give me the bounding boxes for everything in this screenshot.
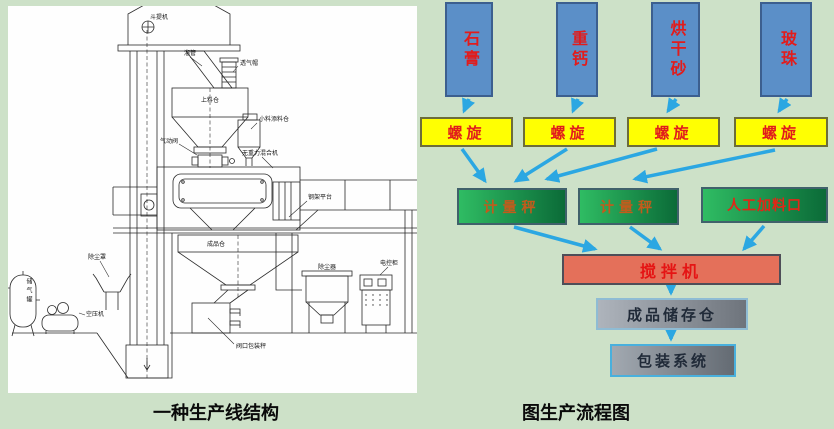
flow-arrow <box>571 97 585 114</box>
feed-silo-label: 上料仓 <box>201 96 219 104</box>
vent-cap-label: 透气帽 <box>240 59 258 67</box>
product-silo <box>177 234 299 304</box>
packing-scale-label: 阀口包装秤 <box>236 342 266 350</box>
flow-arrow <box>544 147 658 183</box>
flow-arrow <box>628 225 663 251</box>
screw-conveyor-box-4: 螺旋 <box>734 117 828 147</box>
dust-collector-label: 除尘器 <box>318 263 336 271</box>
screw-conveyor-box-2: 螺旋 <box>523 117 616 147</box>
control-cabinet <box>359 274 393 333</box>
flow-arrows <box>460 97 792 342</box>
machine-labels: 斗提机 溜管 透气帽 上料仓 小料添料仓 气动阀 无重力混合机 钢架平台 成品仓… <box>86 13 398 350</box>
material-box-heavy-calcium: 重钙 <box>556 2 598 97</box>
platform-label: 钢架平台 <box>308 193 332 201</box>
weigh-scale-box-1: 计量秤 <box>457 188 567 225</box>
feed-silo <box>171 87 249 168</box>
packing-scale <box>191 302 241 334</box>
flow-arrow <box>666 97 681 114</box>
air-compressor <box>41 302 79 334</box>
label-leaders <box>78 56 389 345</box>
machine-linework <box>8 6 417 379</box>
elevator-head <box>127 6 231 45</box>
product-silo-label: 成品仓 <box>207 240 225 248</box>
material-box-glass-beads: 玻珠 <box>760 2 812 97</box>
flowchart-panel: 石膏 重钙 烘干砂 玻珠 螺旋 螺旋 螺旋 螺旋 计量秤 计量秤 人工加料口 搅… <box>417 0 834 395</box>
dust-hood-label: 除尘罩 <box>88 253 106 261</box>
pneumatic-valve-label: 气动阀 <box>160 137 178 145</box>
flow-arrow-group <box>460 97 792 342</box>
screw-conveyor-box-3: 螺旋 <box>627 117 720 147</box>
product-storage-box: 成品储存仓 <box>596 298 748 330</box>
machine-diagram-panel: 斗提机 溜管 透气帽 上料仓 小料添料仓 气动阀 无重力混合机 钢架平台 成品仓… <box>8 6 417 393</box>
mixer-box: 搅拌机 <box>562 254 781 285</box>
cabinet-buttons <box>365 294 388 306</box>
material-box-gypsum: 石膏 <box>445 2 493 97</box>
control-cabinet-label: 电控柜 <box>380 259 398 267</box>
dust-collector <box>275 233 353 333</box>
flow-arrow <box>742 224 766 252</box>
mixer-label: 无重力混合机 <box>242 149 278 157</box>
packaging-system-box: 包装系统 <box>610 344 736 377</box>
screw-conveyor-box-1: 螺旋 <box>420 117 513 147</box>
dust-hood <box>92 273 132 310</box>
flow-arrow <box>513 225 598 253</box>
right-caption: 图生产流程图 <box>522 403 630 423</box>
machine-diagram-svg: 斗提机 溜管 透气帽 上料仓 小料添料仓 气动阀 无重力混合机 钢架平台 成品仓… <box>8 6 417 379</box>
bucket-elevator-label: 斗提机 <box>150 13 168 21</box>
flow-arrow <box>777 97 792 114</box>
weigh-scale-box-2: 计量秤 <box>578 188 679 225</box>
elevator-tower <box>129 51 165 345</box>
additive-silo <box>237 113 261 166</box>
mixer-machine <box>140 166 301 231</box>
flow-arrow <box>513 147 568 183</box>
flow-arrow <box>632 148 776 184</box>
steel-platform <box>112 179 417 333</box>
flow-arrow <box>460 147 487 184</box>
pit <box>96 332 173 379</box>
left-caption: 一种生产线结构 <box>153 403 279 423</box>
pneumatic-valve <box>191 154 235 168</box>
manual-feed-port-box: 人工加料口 <box>701 187 828 223</box>
additive-silo-label: 小料添料仓 <box>259 115 289 123</box>
compressor-label: 空压机 <box>86 310 104 318</box>
air-tank-label: 储气罐 <box>25 278 31 305</box>
flow-arrow <box>462 97 476 114</box>
chute-label: 溜管 <box>184 49 196 57</box>
material-box-dried-sand: 烘干砂 <box>651 2 700 97</box>
air-tank <box>8 271 40 337</box>
